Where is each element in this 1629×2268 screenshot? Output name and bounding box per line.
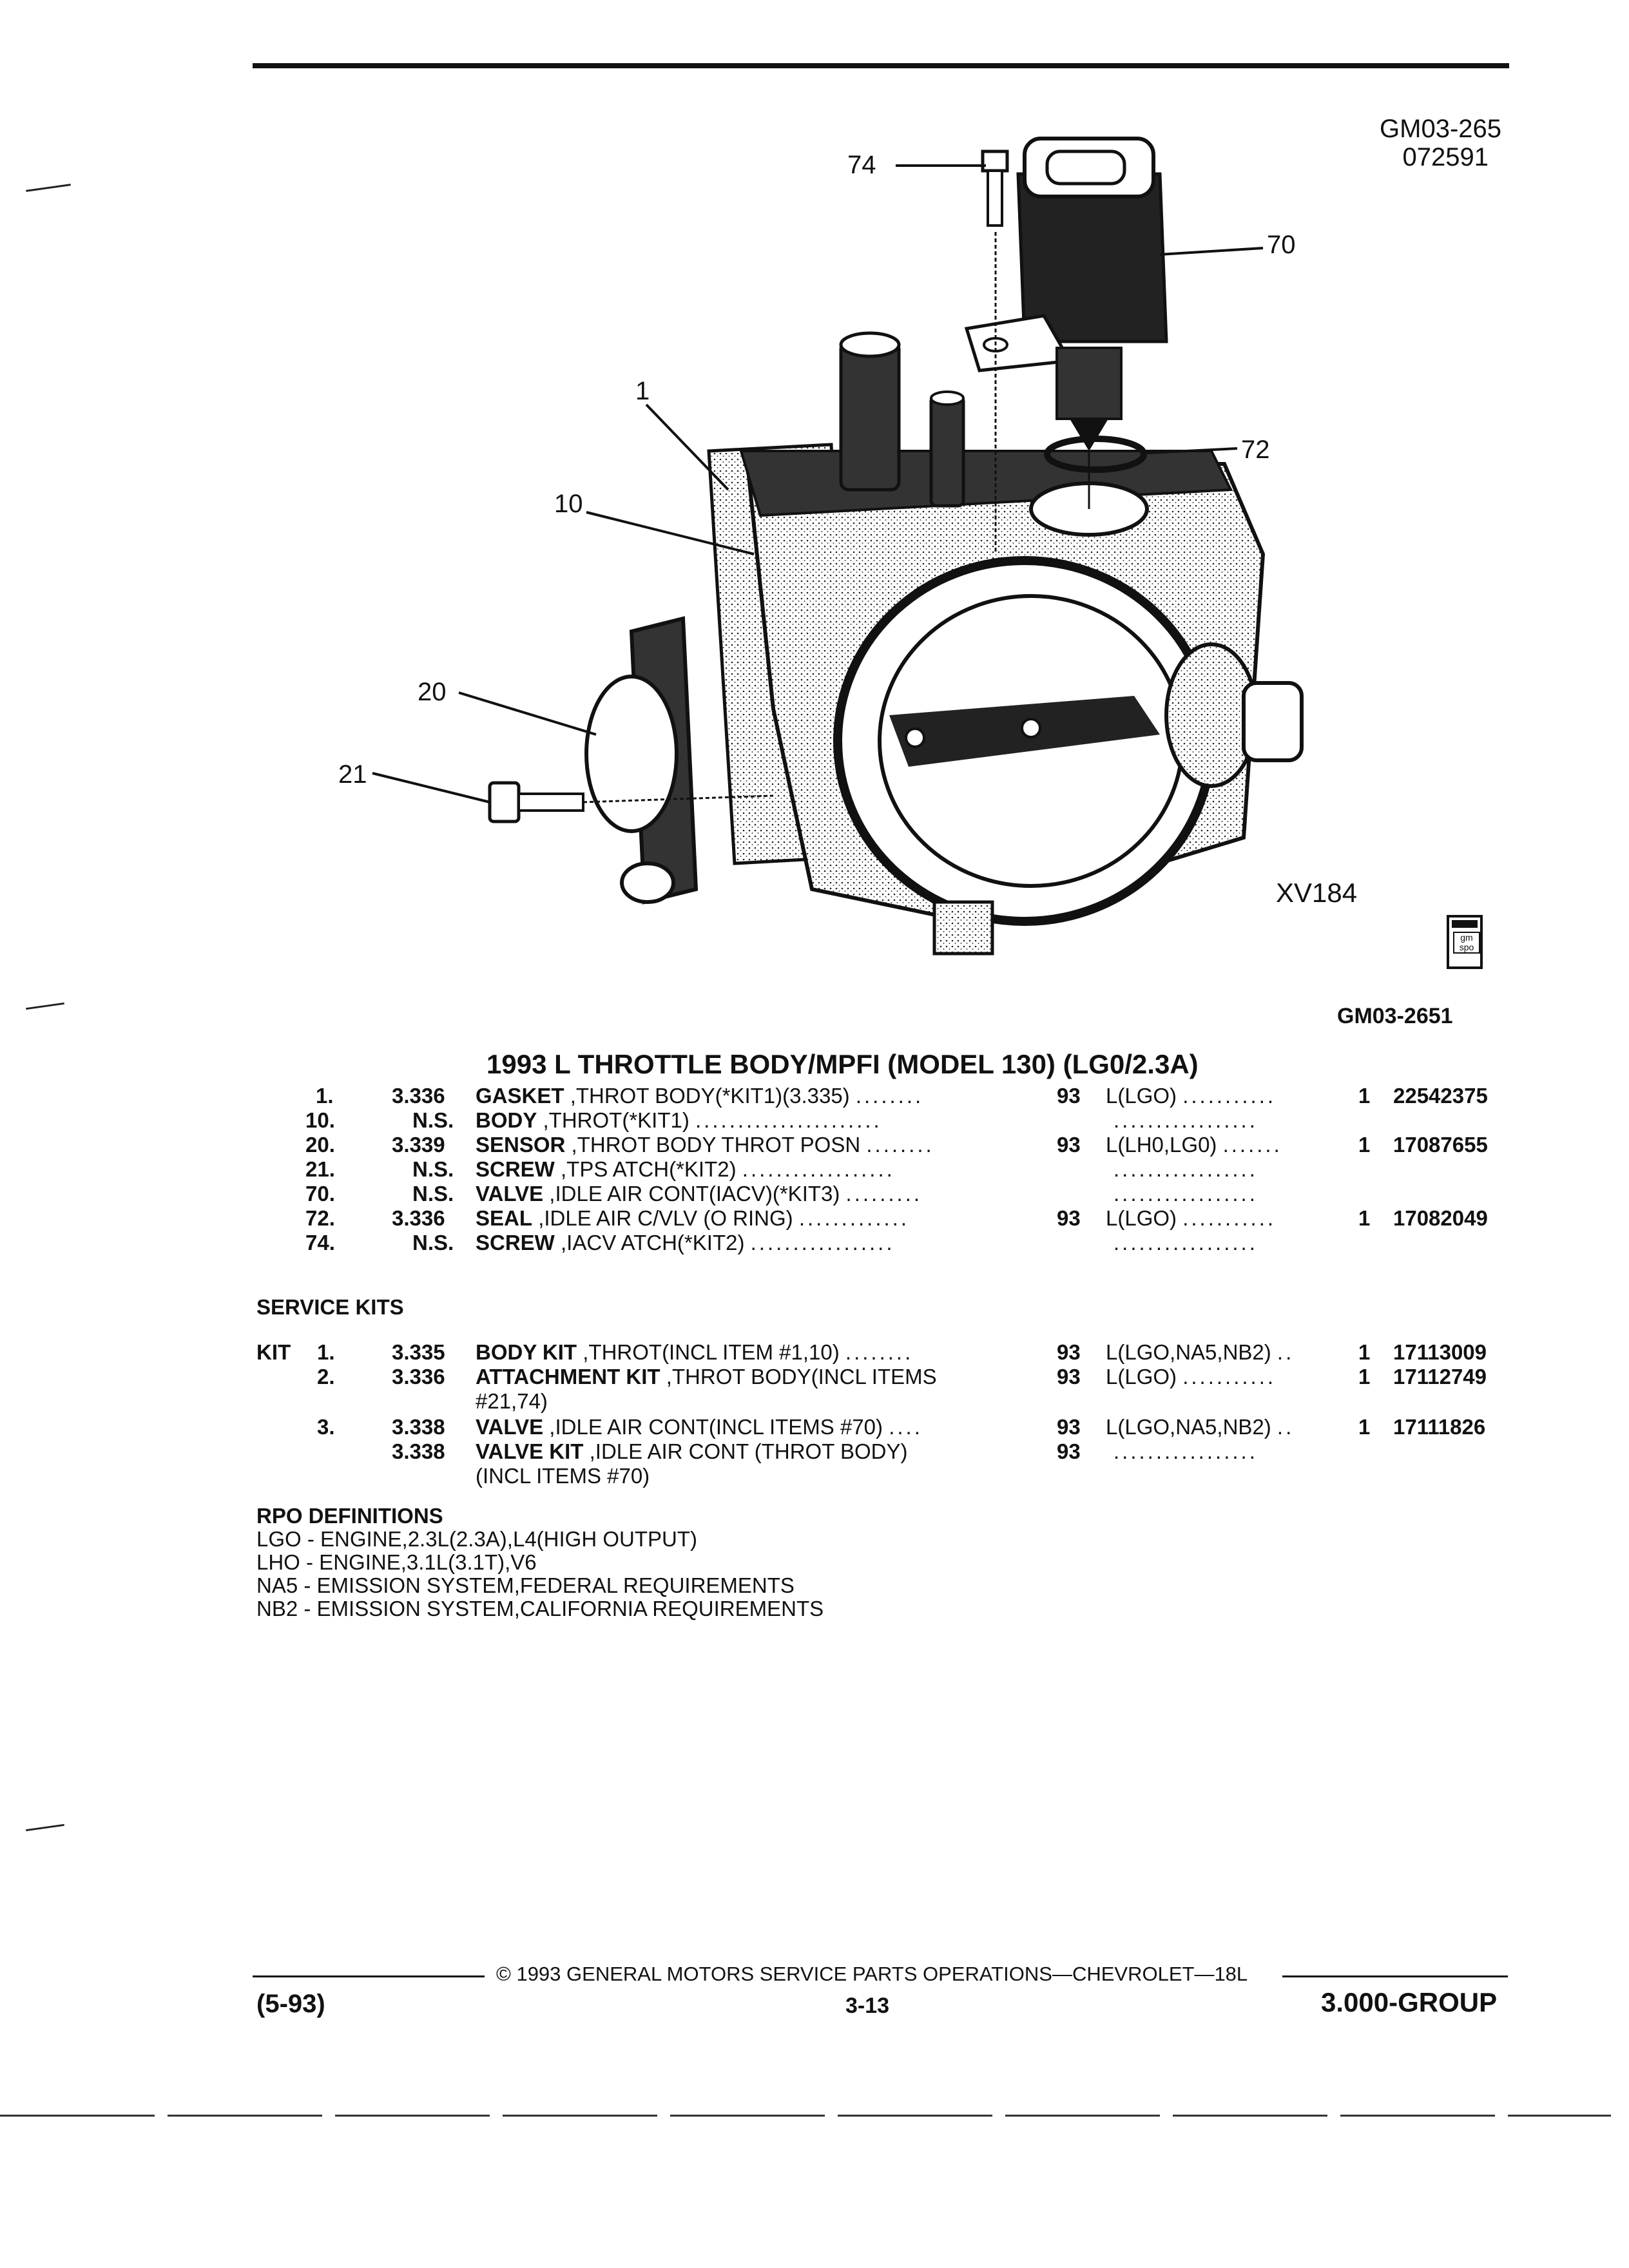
footer-date: (5-93)	[256, 1990, 325, 2018]
vacuum-pipe-large	[839, 340, 901, 492]
part-number: 17087655	[1393, 1133, 1488, 1157]
item-number: 1.	[317, 1340, 335, 1364]
header-ref-top: GM03-265	[1380, 115, 1501, 143]
group-number: 3.336	[392, 1084, 445, 1108]
item-number: 10.	[305, 1108, 335, 1132]
item-number: 72.	[305, 1206, 335, 1230]
part-description-cont: (INCL ITEMS #70)	[476, 1464, 650, 1488]
callout-72: 72	[1241, 436, 1270, 464]
scan-mark	[26, 1823, 64, 1832]
item-number: 21.	[305, 1157, 335, 1181]
rpo-line: LHO - ENGINE,3.1L(3.1T),V6	[256, 1550, 537, 1574]
group-number: N.S.	[412, 1108, 454, 1132]
part-number: 17082049	[1393, 1206, 1488, 1230]
callout-10: 10	[554, 490, 583, 518]
year: 93	[1057, 1206, 1081, 1230]
year: 93	[1057, 1084, 1081, 1108]
header-ref-date: 072591	[1402, 143, 1489, 171]
part-description: BODY ,THROT(*KIT1) .....................…	[476, 1108, 882, 1132]
item-number: 70.	[305, 1182, 335, 1206]
group-number: 3.338	[392, 1415, 445, 1439]
page-number: 3-13	[845, 1994, 890, 2018]
item-number: 2.	[317, 1365, 335, 1389]
kit-label: KIT	[256, 1340, 291, 1364]
application: L(LH0,LG0) .......	[1106, 1133, 1282, 1157]
top-rule	[253, 63, 1509, 68]
diagram-footer-ref: GM03-2651	[1337, 1004, 1453, 1028]
group-number: N.S.	[412, 1182, 454, 1206]
footer-rule-left	[253, 1975, 485, 1977]
item-number: 3.	[317, 1415, 335, 1439]
item-number: 20.	[305, 1133, 335, 1157]
year: 93	[1057, 1439, 1081, 1463]
copyright: © 1993 GENERAL MOTORS SERVICE PARTS OPER…	[496, 1963, 1248, 1985]
rpo-heading: RPO DEFINITIONS	[256, 1504, 443, 1528]
gm-spo-logo: gm spo	[1447, 915, 1483, 969]
group-number: N.S.	[412, 1231, 454, 1254]
part-description: VALVE KIT ,IDLE AIR CONT (THROT BODY)	[476, 1439, 908, 1463]
callout-70: 70	[1267, 231, 1296, 259]
quantity: 1	[1358, 1340, 1371, 1364]
year: 93	[1057, 1415, 1081, 1439]
callout-74: 74	[847, 151, 876, 179]
tps-screw-shape	[488, 781, 521, 823]
quantity: 1	[1358, 1133, 1371, 1157]
application: L(LGO,NA5,NB2) ..	[1106, 1340, 1295, 1364]
bottom-scan-line	[0, 2115, 1611, 2117]
throttle-body-illustration	[372, 137, 1304, 956]
year: 93	[1057, 1365, 1081, 1389]
application: .................	[1113, 1157, 1258, 1181]
group-number: 3.339	[392, 1133, 445, 1157]
group-number: 3.336	[392, 1365, 445, 1389]
group-number: 3.335	[392, 1340, 445, 1364]
quantity: 1	[1358, 1365, 1371, 1389]
callout-1: 1	[635, 377, 650, 405]
rpo-line: NB2 - EMISSION SYSTEM,CALIFORNIA REQUIRE…	[256, 1597, 824, 1620]
service-kits-heading: SERVICE KITS	[256, 1295, 404, 1319]
quantity: 1	[1358, 1084, 1371, 1108]
part-description: VALVE ,IDLE AIR CONT(IACV)(*KIT3) ......…	[476, 1182, 923, 1206]
application: .................	[1113, 1108, 1258, 1132]
part-description: ATTACHMENT KIT ,THROT BODY(INCL ITEMS	[476, 1365, 937, 1389]
application: L(LGO,NA5,NB2) ..	[1106, 1415, 1295, 1439]
footer-rule-right	[1282, 1975, 1508, 1977]
rpo-line: NA5 - EMISSION SYSTEM,FEDERAL REQUIREMEN…	[256, 1573, 795, 1597]
application: .................	[1113, 1182, 1258, 1206]
part-description: GASKET ,THROT BODY(*KIT1)(3.335) .......…	[476, 1084, 924, 1108]
part-number: 17111826	[1393, 1415, 1486, 1439]
year: 93	[1057, 1340, 1081, 1364]
quantity: 1	[1358, 1415, 1371, 1439]
page-title: 1993 L THROTTLE BODY/MPFI (MODEL 130) (L…	[487, 1049, 1199, 1079]
callout-21: 21	[338, 760, 367, 789]
part-number: 17113009	[1393, 1340, 1487, 1364]
application: .................	[1113, 1439, 1258, 1463]
part-description-cont: #21,74)	[476, 1389, 548, 1413]
group-label: 3.000-GROUP	[1321, 1987, 1498, 2017]
application: L(LGO) ...........	[1106, 1365, 1277, 1389]
diagram-code: XV184	[1276, 878, 1358, 908]
part-number: 22542375	[1393, 1084, 1488, 1108]
part-description: VALVE ,IDLE AIR CONT(INCL ITEMS #70) ...…	[476, 1415, 923, 1439]
item-number: 1.	[316, 1084, 334, 1108]
year: 93	[1057, 1133, 1081, 1157]
iacv-screw-shape	[981, 149, 1009, 173]
application: L(LGO) ...........	[1106, 1084, 1277, 1108]
part-description: SCREW ,IACV ATCH(*KIT2) ................…	[476, 1231, 895, 1254]
group-number: 3.338	[392, 1439, 445, 1463]
part-description: SCREW ,TPS ATCH(*KIT2) .................…	[476, 1157, 895, 1181]
group-number: 3.336	[392, 1206, 445, 1230]
item-number: 74.	[305, 1231, 335, 1254]
logo-text: gm spo	[1453, 932, 1480, 954]
quantity: 1	[1358, 1206, 1371, 1230]
application: .................	[1113, 1231, 1258, 1254]
rpo-line: LGO - ENGINE,2.3L(2.3A),L4(HIGH OUTPUT)	[256, 1527, 697, 1551]
part-number: 17112749	[1393, 1365, 1487, 1389]
part-description: SENSOR ,THROT BODY THROT POSN ........	[476, 1133, 934, 1157]
application: L(LGO) ...........	[1106, 1206, 1277, 1230]
vacuum-pipe-small	[929, 394, 965, 508]
part-description: BODY KIT ,THROT(INCL ITEM #1,10) .......…	[476, 1340, 914, 1364]
part-description: SEAL ,IDLE AIR C/VLV (O RING) ..........…	[476, 1206, 910, 1230]
group-number: N.S.	[412, 1157, 454, 1181]
callout-20: 20	[418, 678, 447, 706]
